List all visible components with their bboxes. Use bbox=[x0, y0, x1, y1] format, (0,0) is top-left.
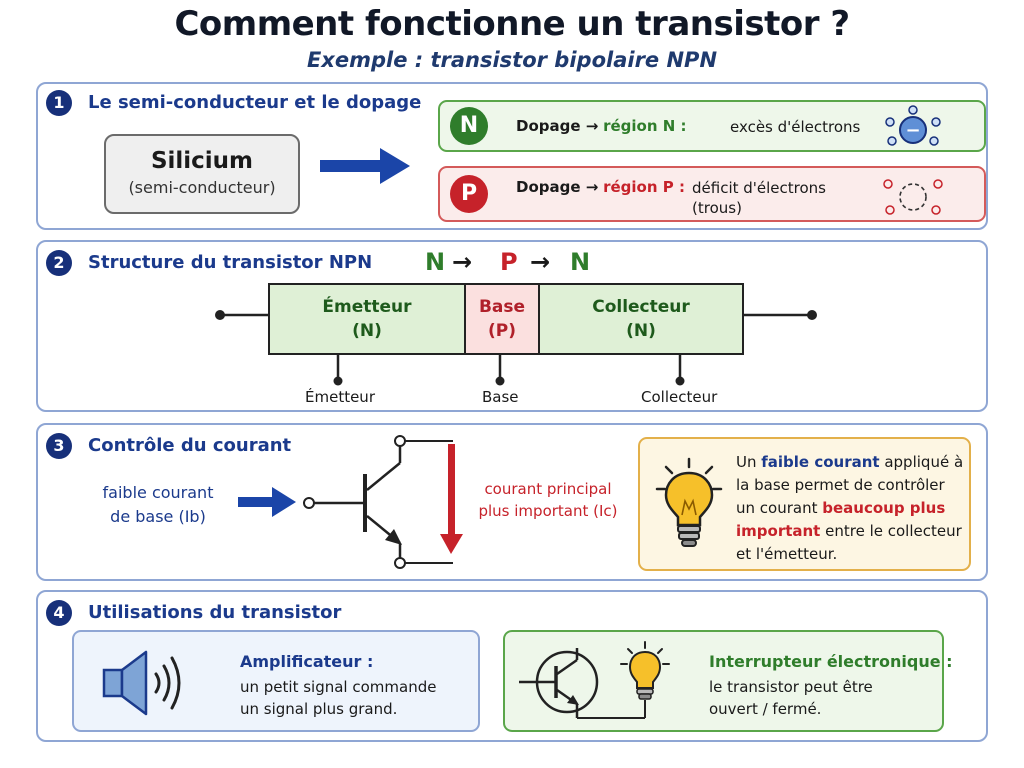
switch-heading: Interrupteur électronique : bbox=[709, 652, 953, 671]
p-doping-box: P Dopage → région P : déficit d'électron… bbox=[438, 166, 986, 222]
page-title: Comment fonctionne un transistor ? bbox=[174, 4, 850, 44]
main-current-label: courant principal plus important (Ic) bbox=[478, 478, 618, 522]
section-number-1: 1 bbox=[46, 90, 72, 116]
info-highlight-weak: faible courant bbox=[761, 453, 880, 471]
p-badge: P bbox=[450, 175, 488, 213]
transistor-bulb-icon bbox=[519, 641, 670, 719]
silicon-name: Silicium bbox=[150, 148, 254, 174]
switch-box: Interrupteur électronique : le transisto… bbox=[503, 630, 953, 732]
n-doping-box: N Dopage → région N : excès d'électrons … bbox=[438, 100, 986, 152]
info-text-part-1: Un bbox=[736, 453, 762, 471]
collector-region: Collecteur (N) bbox=[538, 283, 744, 355]
amplifier-box: Amplificateur : un petit signal commande… bbox=[72, 630, 480, 732]
emitter-region-type: (N) bbox=[352, 321, 382, 341]
amplifier-line1: un petit signal commande bbox=[240, 678, 437, 696]
info-text-part-3: entre le collecteur et l'émetteur. bbox=[736, 522, 962, 563]
silicon-box: Silicium (semi-conducteur) bbox=[104, 134, 300, 214]
emitter-region: Émetteur (N) bbox=[268, 283, 466, 355]
base-region-type: (P) bbox=[488, 321, 516, 341]
base-region-name: Base bbox=[478, 297, 526, 317]
base-current-arrow-icon bbox=[238, 487, 296, 517]
main-current-line2: plus important (Ic) bbox=[478, 502, 618, 520]
info-text-part-2: appliqué à la base permet de contrôler u… bbox=[736, 453, 964, 517]
emitter-region-name: Émetteur bbox=[322, 297, 412, 317]
p-doping-prefix: Dopage → bbox=[516, 178, 599, 196]
collector-region-name: Collecteur bbox=[592, 297, 690, 317]
lightbulb-icon bbox=[655, 457, 723, 547]
electron-sign: − bbox=[905, 120, 920, 141]
info-highlight-strong: beaucoup plus important bbox=[736, 499, 946, 540]
section-number-3: 3 bbox=[46, 433, 72, 459]
terminal-label-emitter: Émetteur bbox=[305, 388, 375, 406]
n-doping-description: excès d'électrons bbox=[730, 118, 861, 136]
switch-line2: ouvert / fermé. bbox=[709, 700, 822, 718]
info-box: Un faible courant appliqué à la base per… bbox=[638, 437, 971, 571]
npn-transistor-symbol-icon bbox=[303, 435, 463, 569]
base-current-line1: faible courant bbox=[102, 483, 214, 502]
main-current-line1: courant principal bbox=[484, 480, 612, 498]
section-title-structure: Structure du transistor NPN bbox=[88, 252, 373, 273]
info-text: Un faible courant appliqué à la base per… bbox=[736, 451, 964, 566]
sequence-n2: N bbox=[570, 248, 591, 276]
silicon-description: (semi-conducteur) bbox=[128, 178, 276, 197]
sequence-arrow-2: → bbox=[530, 248, 551, 276]
n-doping-label: Dopage → région N : bbox=[516, 117, 687, 135]
section-number-2: 2 bbox=[46, 250, 72, 276]
p-doping-description-holes: (trous) bbox=[692, 199, 742, 217]
switch-line1: le transistor peut être bbox=[709, 678, 873, 696]
section-number-4: 4 bbox=[46, 600, 72, 626]
n-doping-prefix: Dopage → bbox=[516, 117, 599, 135]
sequence-p: P bbox=[500, 248, 518, 276]
p-region-label: région P : bbox=[603, 178, 685, 196]
p-doping-label: Dopage → région P : bbox=[516, 178, 685, 196]
base-region: Base (P) bbox=[464, 283, 540, 355]
terminal-label-collector: Collecteur bbox=[641, 388, 718, 406]
section-title-control: Contrôle du courant bbox=[88, 435, 292, 456]
sequence-n1: N bbox=[425, 248, 446, 276]
base-current-line2: de base (Ib) bbox=[110, 507, 206, 526]
amplifier-line2: un signal plus grand. bbox=[240, 700, 398, 718]
terminal-label-base: Base bbox=[482, 388, 519, 406]
section-title-uses: Utilisations du transistor bbox=[88, 602, 342, 623]
amplifier-heading: Amplificateur : bbox=[240, 652, 374, 671]
base-current-label: faible courant de base (Ib) bbox=[88, 481, 228, 529]
n-badge: N bbox=[450, 107, 488, 145]
right-arrow-icon bbox=[320, 148, 410, 184]
section-title-doping: Le semi-conducteur et le dopage bbox=[88, 92, 422, 113]
hole-icon bbox=[883, 179, 943, 215]
transistor-structure-leads bbox=[215, 310, 817, 386]
p-doping-description: déficit d'électrons bbox=[692, 179, 826, 197]
sequence-arrow-1: → bbox=[452, 248, 473, 276]
collector-region-type: (N) bbox=[626, 321, 656, 341]
speaker-icon bbox=[102, 650, 181, 716]
page-subtitle: Exemple : transistor bipolaire NPN bbox=[306, 48, 718, 72]
electron-excess-icon: − bbox=[885, 105, 941, 146]
n-region-label: région N : bbox=[603, 117, 687, 135]
